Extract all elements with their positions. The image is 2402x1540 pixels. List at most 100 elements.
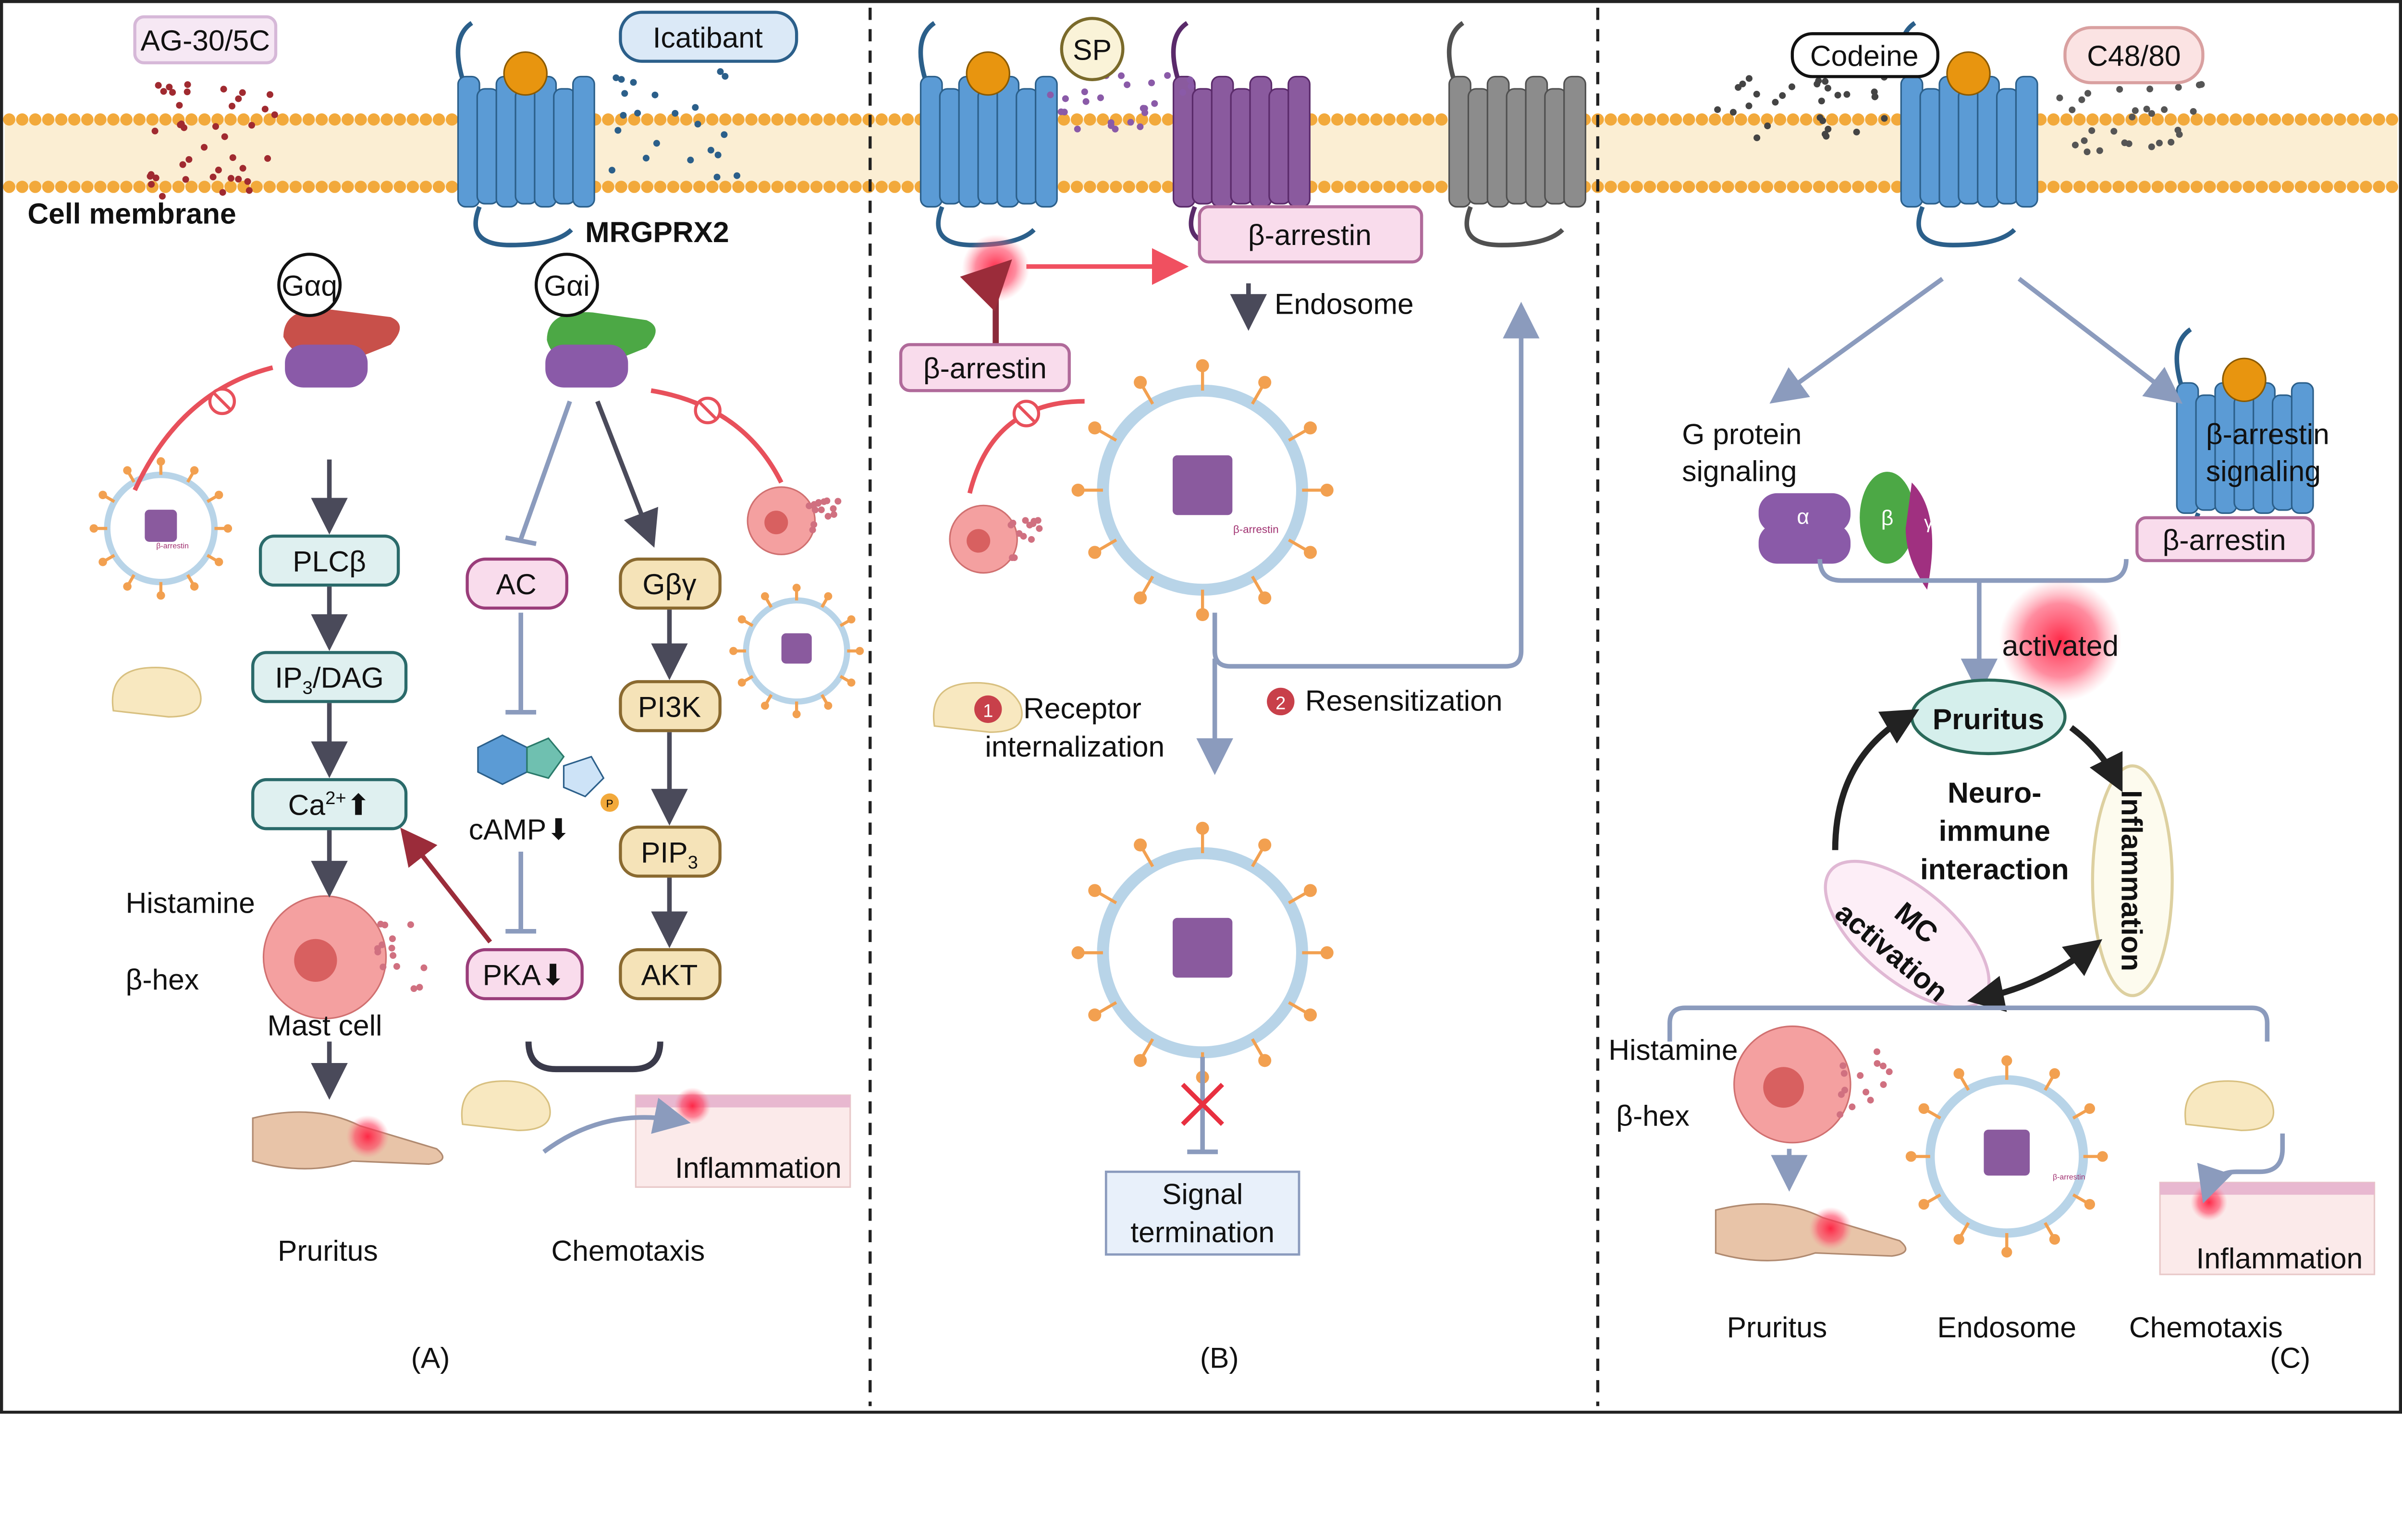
- camp-ring-icon: [526, 737, 565, 779]
- transmembrane-helix: [977, 88, 1001, 205]
- lipid-head: [1839, 113, 1851, 126]
- lipid-head: [1839, 181, 1851, 193]
- lipid-head: [810, 181, 823, 193]
- bound-ligand: [2222, 357, 2267, 403]
- ligand-codeine-particle: [1764, 122, 1771, 130]
- lipid-head: [107, 113, 120, 126]
- step2-number: 2: [1275, 693, 1286, 713]
- camp-sugar-icon: [563, 756, 605, 798]
- lipid-head: [2255, 181, 2268, 193]
- cycle-inflammation-node[interactable]: [2091, 764, 2174, 997]
- lipid-head: [797, 113, 810, 126]
- beta-label: β: [1881, 507, 1894, 530]
- ligand-icatibant-particle: [722, 73, 729, 80]
- endosome-spike-tip: [1071, 483, 1085, 497]
- lipid-head: [1722, 181, 1734, 193]
- cycle-inflammation-label: Inflammation: [2115, 790, 2148, 971]
- lipid-head: [745, 181, 758, 193]
- ligand-ag30-particle: [248, 122, 255, 129]
- lipid-head: [836, 113, 849, 126]
- granule: [379, 941, 386, 948]
- lipid-head: [2307, 113, 2320, 126]
- bracket-pka-akt: [525, 1041, 663, 1073]
- lipid-head: [1761, 113, 1774, 126]
- lipid-head: [1605, 113, 1617, 126]
- decorations: [89, 68, 2376, 1275]
- lipid-head: [3, 113, 15, 126]
- ligand-c4880-particle: [2071, 141, 2079, 148]
- lipid-head: [2060, 181, 2073, 193]
- center-line3: interaction: [1920, 853, 2069, 885]
- lipid-head: [94, 181, 107, 193]
- lipid-head: [328, 113, 341, 126]
- ligand-sp-particle: [1107, 122, 1115, 129]
- lipid-head: [2047, 113, 2060, 126]
- arrow-chemotaxis: [542, 1098, 691, 1154]
- ligand-codeine-particle: [1745, 102, 1752, 110]
- lipid-head: [159, 113, 172, 126]
- lipid-head: [1669, 113, 1682, 126]
- lipid-head: [2386, 113, 2399, 126]
- transmembrane-helix: [1268, 88, 1292, 205]
- ligand-c4880-particle: [2056, 94, 2063, 101]
- lipid-head: [641, 113, 654, 126]
- lipid-head: [2138, 181, 2151, 193]
- endosome-spike-tip: [760, 701, 769, 710]
- lipid-head: [276, 181, 289, 193]
- granule: [420, 964, 428, 971]
- lipid-head: [3, 181, 15, 193]
- transmembrane-helix: [1958, 88, 1981, 205]
- bracket-signaling: [1817, 559, 2129, 583]
- lipid-head: [2294, 113, 2307, 126]
- ligand-c4880-particle: [2195, 81, 2203, 88]
- activated-glow: [1999, 579, 2122, 702]
- ligand-ag30-particle: [177, 121, 184, 128]
- lipid-head: [1084, 181, 1096, 193]
- endosome-spike-tip: [1918, 1103, 1929, 1114]
- lipid-head: [888, 113, 901, 126]
- endosome-spike-tip: [1258, 376, 1272, 389]
- transmembrane-helix: [1035, 75, 1058, 208]
- lipid-head: [1435, 113, 1448, 126]
- receptor-c-terminus: [1464, 206, 1564, 247]
- transmembrane-helix: [515, 88, 538, 205]
- ligand-codeine-particle: [1788, 83, 1796, 90]
- lipid-head: [263, 181, 276, 193]
- lipid-head: [2190, 113, 2203, 126]
- ligand-c4880-particle: [2129, 113, 2136, 121]
- ligand-sp-circle: [1060, 17, 1125, 82]
- lipid-head: [276, 113, 289, 126]
- lipid-head: [16, 181, 28, 193]
- ligand-ag30-label: AG-30/5C: [141, 24, 270, 57]
- prohibited-slash: [699, 402, 717, 419]
- lipid-head: [2164, 113, 2177, 126]
- endosome-spike-tip: [1918, 1199, 1929, 1210]
- lipid-head: [2060, 113, 2073, 126]
- lipid-head: [1695, 181, 1708, 193]
- endosome-spike-tip: [1071, 946, 1085, 959]
- signal-termination-line1: Signal: [1162, 1177, 1243, 1210]
- ac-box: [466, 557, 569, 610]
- granule: [1874, 1048, 1881, 1055]
- endosome-spike-tip: [847, 678, 856, 687]
- lipid-head: [211, 113, 224, 126]
- mast-cell-b: [949, 504, 1018, 574]
- signal-termination-line2: termination: [1130, 1216, 1275, 1248]
- lipid-head: [1097, 181, 1109, 193]
- endosome-spike-tip: [1304, 421, 1317, 435]
- endosome-spike-tip: [1905, 1151, 1917, 1162]
- lipid-head: [1852, 181, 1864, 193]
- lipid-head: [2386, 181, 2399, 193]
- transmembrane-helix: [1211, 75, 1234, 208]
- calcium-box: [251, 778, 408, 831]
- granule: [809, 526, 816, 534]
- ligand-c4880-particle: [2125, 140, 2132, 147]
- arrow-pruritus-to-inflammation: [2069, 725, 2123, 793]
- ligand-codeine-particle: [1753, 134, 1761, 141]
- gbeta-subunit: [1860, 472, 1915, 564]
- ligand-codeine-particle: [1881, 115, 1888, 122]
- gaq-circle: [277, 253, 342, 318]
- panel-b: SP β-arrestin β-arrestin Endosome β-arre…: [899, 17, 1540, 1374]
- akt-label: AKT: [641, 958, 698, 991]
- ligand-ag30-particle: [184, 88, 191, 96]
